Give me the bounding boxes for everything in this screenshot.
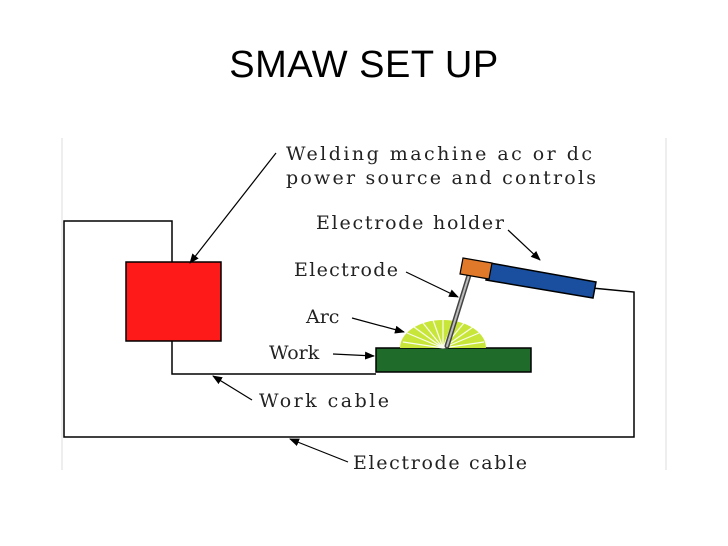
label-electrode-cable: Electrode cable [353, 452, 527, 474]
arrow-arc [351, 317, 405, 334]
slide-title: SMAW SET UP [229, 44, 499, 86]
arrow-electrode-holder [507, 229, 541, 261]
label-welding-machine-line2: power source and controls [286, 167, 596, 189]
work-piece [375, 347, 532, 373]
label-arc: Arc [305, 306, 339, 328]
label-welding-machine-line1: Welding machine ac or dc [286, 143, 592, 165]
arrow-welding-machine [189, 152, 277, 264]
power-source [125, 261, 222, 342]
label-work-cable: Work cable [259, 390, 389, 412]
arc-glow [400, 319, 486, 349]
work-cable [171, 341, 376, 375]
arrow-electrode-cable [289, 438, 349, 463]
arrow-work [332, 351, 375, 360]
arrow-work-cable [212, 375, 253, 401]
label-electrode-holder: Electrode holder [316, 212, 505, 234]
electrode-holder [459, 257, 597, 299]
label-work: Work [269, 342, 320, 364]
electrode-cable [63, 220, 635, 438]
label-electrode: Electrode [294, 259, 398, 281]
arrow-electrode [405, 271, 459, 298]
